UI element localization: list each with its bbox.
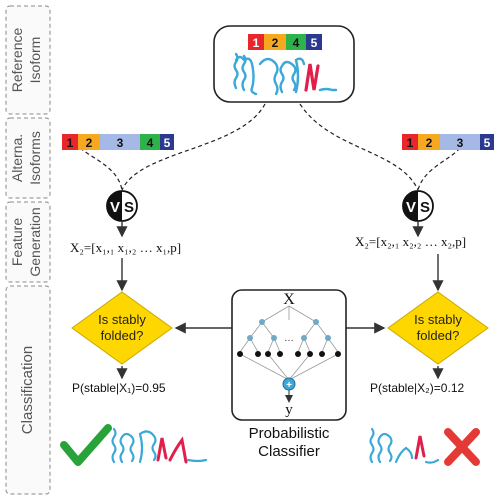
decision-left-line1: Is stably xyxy=(98,312,146,327)
classifier-caption-line1: Probabilistic xyxy=(249,425,330,442)
vs-right-v: V xyxy=(406,199,416,216)
decision-right: Is stably folded? xyxy=(387,291,489,365)
vs-circle-right: V S xyxy=(402,190,434,222)
vs-left-s: S xyxy=(124,199,134,216)
decision-right-line2: folded? xyxy=(417,328,460,343)
feature-vector-left: X₂=[x₁,₁ x₁,₂ … x₁,p] xyxy=(70,240,181,255)
outcome-right xyxy=(369,427,480,466)
classifier-caption-line2: Classifier xyxy=(258,443,320,460)
iso-left-label-5: 5 xyxy=(164,136,171,150)
reference-protein-ribbon xyxy=(233,52,338,96)
decision-left-line2: folded? xyxy=(101,328,144,343)
ref-exon-5 xyxy=(306,34,322,50)
stage-box-reference xyxy=(5,5,51,115)
vs-circle-left: V S xyxy=(106,190,138,222)
ref-exon-label-1: 1 xyxy=(253,36,260,50)
ref-exon-label-2: 2 xyxy=(272,36,279,50)
iso-right-label-5: 5 xyxy=(484,136,491,150)
classifier-input: X xyxy=(283,291,295,308)
isoform-left-bar: 1 2 3 4 5 xyxy=(62,134,174,150)
stage-reference-line1: Reference xyxy=(9,27,25,92)
vs-right-s: S xyxy=(420,199,430,216)
classifier-box: X xyxy=(231,289,347,421)
connector-ref-right xyxy=(299,103,419,191)
stage-classification: Classification xyxy=(19,346,36,434)
cross-icon xyxy=(444,428,480,466)
decision-left: Is stably folded? xyxy=(71,291,173,365)
stage-feature-line2: Generation xyxy=(27,207,43,276)
check-icon xyxy=(60,424,112,466)
stage-alternative-line2: Isoforms xyxy=(27,131,43,185)
ref-exon-4 xyxy=(286,34,306,50)
isoform-right-bar: 1 2 3 5 xyxy=(402,134,494,150)
iso-left-label-1: 1 xyxy=(67,136,74,150)
decision-right-line1: Is stably xyxy=(414,312,462,327)
stage-reference-line2: Isoform xyxy=(27,37,43,84)
connector-iso-left xyxy=(79,147,123,191)
ref-exon-1 xyxy=(248,34,264,50)
iso-left-label-3: 3 xyxy=(117,136,124,150)
ref-exon-2 xyxy=(264,34,286,50)
stage-box-feature xyxy=(5,201,51,283)
stage-labels: Reference Isoform Alterna. Isoforms Feat… xyxy=(5,5,51,495)
reference-isoform: 1 2 4 5 xyxy=(213,25,355,103)
iso-left-label-4: 4 xyxy=(147,136,154,150)
classifier-ellipsis: … xyxy=(284,333,294,344)
stage-box-alternative xyxy=(5,117,51,199)
iso-right-label-2: 2 xyxy=(426,136,433,150)
probability-left: P(stable|X₁)=0.95 xyxy=(72,381,166,395)
stage-alternative-line1: Alterna. xyxy=(9,134,25,182)
outcome-left xyxy=(60,424,208,466)
stage-feature-line1: Feature xyxy=(9,218,25,266)
ref-exon-label-4: 4 xyxy=(293,36,300,50)
dashed-connectors xyxy=(79,103,461,191)
classifier-output: y xyxy=(285,402,293,418)
feature-vector-right: X₂=[x₂,₁ x₂,₂ … x₂,p] xyxy=(355,234,466,249)
iso-right-label-1: 1 xyxy=(407,136,414,150)
vs-left-v: V xyxy=(110,199,120,216)
probability-right: P(stable|X₂)=0.12 xyxy=(370,381,464,395)
connector-ref-left xyxy=(121,103,266,191)
connector-iso-right xyxy=(417,147,461,191)
iso-left-label-2: 2 xyxy=(86,136,93,150)
ref-exon-label-5: 5 xyxy=(311,36,318,50)
svg-text:+: + xyxy=(286,380,292,391)
iso-right-label-3: 3 xyxy=(457,136,464,150)
stage-box-classification xyxy=(5,285,51,495)
